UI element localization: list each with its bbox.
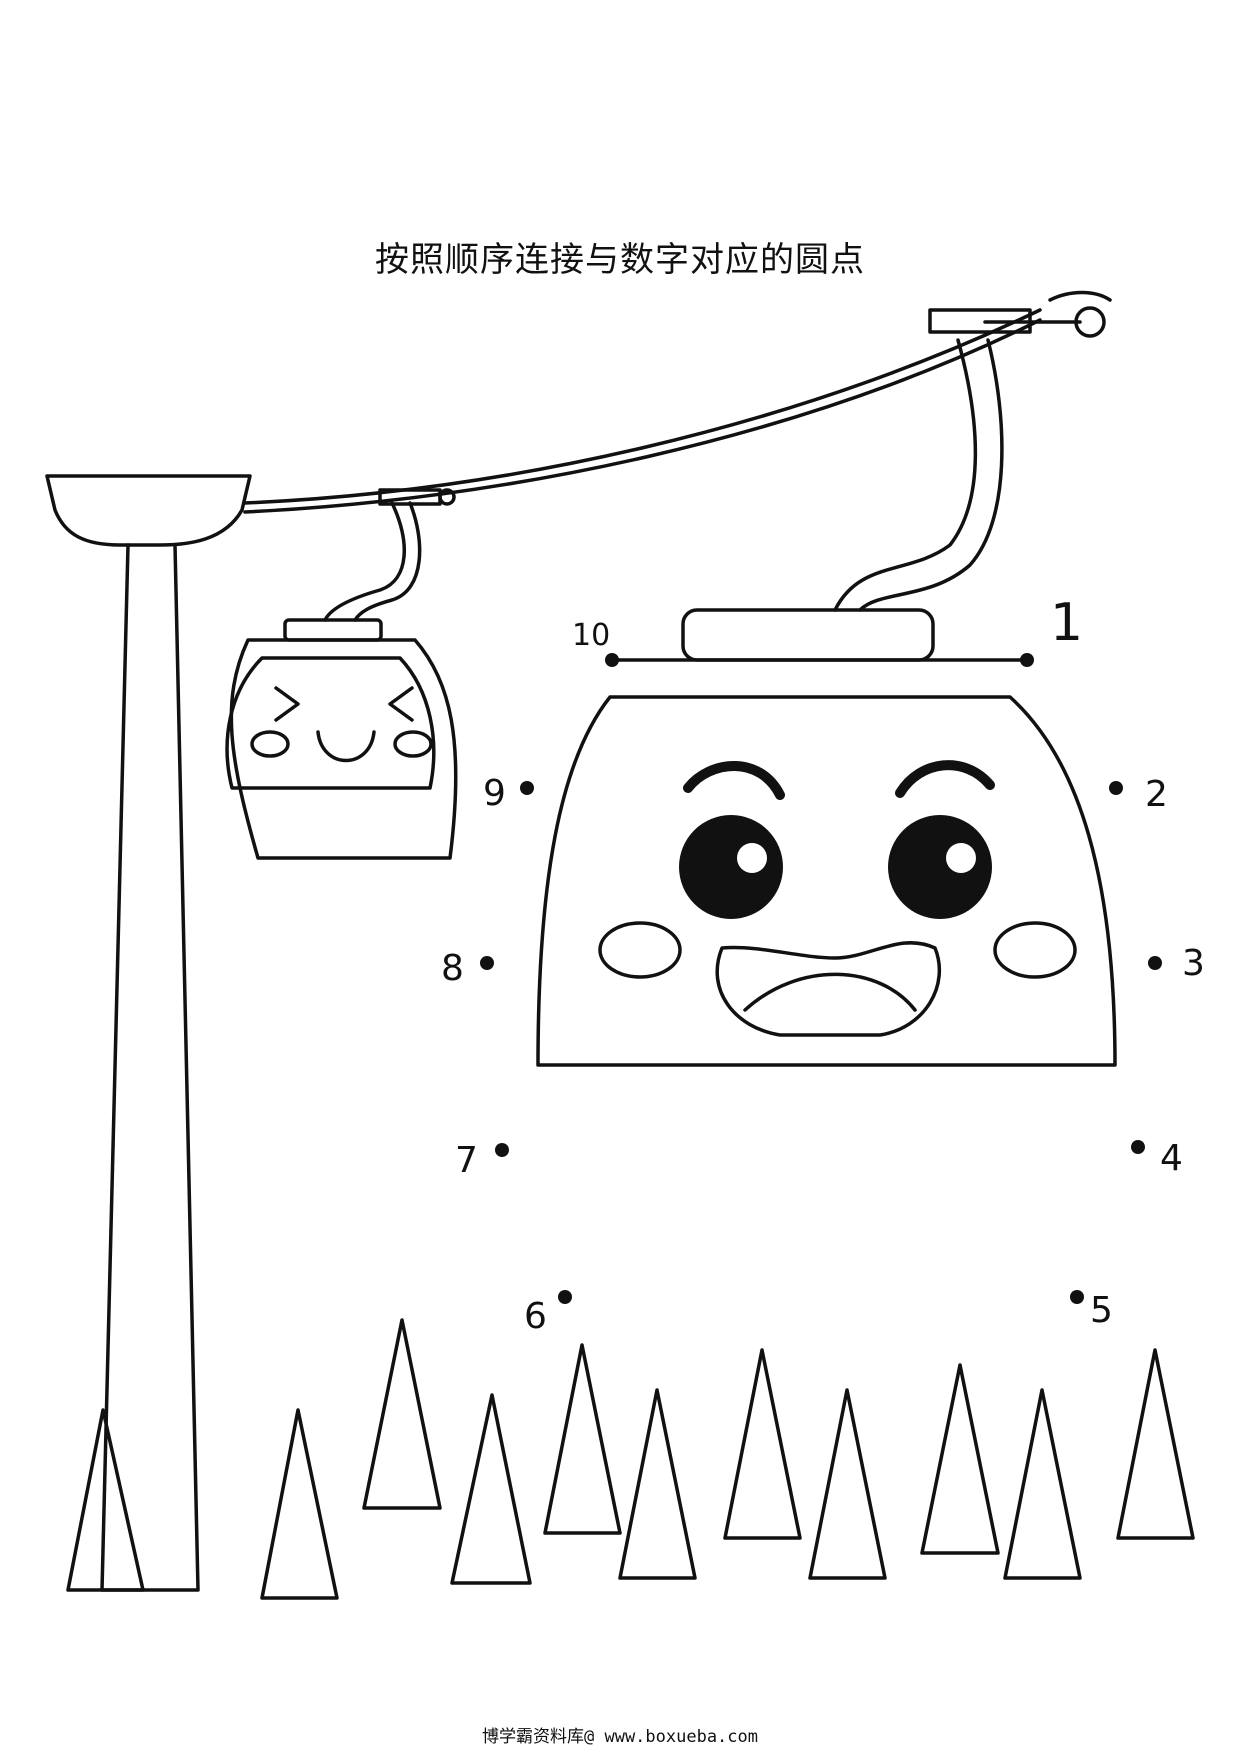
big-car-left-cheek-icon bbox=[598, 921, 682, 979]
tree-11 bbox=[1116, 1348, 1195, 1540]
big-car-right-brow-icon bbox=[895, 760, 995, 798]
tree-3 bbox=[362, 1318, 442, 1510]
cable-line bbox=[243, 318, 1042, 514]
dot-label-1: 1 bbox=[1050, 593, 1083, 653]
small-car-smile-icon bbox=[316, 730, 376, 763]
big-car-left-brow-icon bbox=[683, 761, 785, 800]
anchor-knob-icon bbox=[1074, 306, 1106, 338]
dot-label-8: 8 bbox=[441, 948, 464, 989]
dot-label-3: 3 bbox=[1182, 943, 1205, 984]
dot-3[interactable] bbox=[1148, 956, 1162, 970]
dot-1[interactable] bbox=[1020, 653, 1034, 667]
footer-credit: 博学霸资料库@ www.boxueba.com bbox=[482, 1727, 758, 1747]
tree-10 bbox=[1003, 1388, 1082, 1580]
happy-cable-car-face-drawing bbox=[536, 695, 1117, 1067]
dot-label-4: 4 bbox=[1160, 1138, 1183, 1179]
tree-7 bbox=[723, 1348, 802, 1540]
tree-1 bbox=[66, 1408, 145, 1592]
big-car-right-eye-icon bbox=[888, 815, 992, 919]
big-car-right-cheek-icon bbox=[993, 921, 1077, 979]
dot-label-7: 7 bbox=[455, 1140, 478, 1181]
dot-6[interactable] bbox=[558, 1290, 572, 1304]
dot-9[interactable] bbox=[520, 781, 534, 795]
pylon-post bbox=[100, 543, 200, 1592]
big-car-top bbox=[681, 608, 935, 662]
big-car-right-eye-shine bbox=[946, 843, 976, 873]
dot-labels: 1 2 3 4 5 6 7 8 9 10 bbox=[441, 593, 1205, 1337]
cable-anchor-drawing bbox=[928, 290, 1112, 338]
dot-7[interactable] bbox=[495, 1143, 509, 1157]
tree-4 bbox=[450, 1393, 532, 1585]
pylon-cup-icon bbox=[45, 474, 252, 547]
smiling-cable-car-drawing bbox=[225, 488, 458, 860]
big-car-body bbox=[536, 695, 1117, 1067]
dot-label-5: 5 bbox=[1090, 1290, 1113, 1331]
tree-9 bbox=[920, 1363, 1000, 1555]
dot-4[interactable] bbox=[1131, 1140, 1145, 1154]
big-car-left-eye-icon bbox=[679, 815, 783, 919]
dot-2[interactable] bbox=[1109, 781, 1123, 795]
dot-label-10: 10 bbox=[572, 618, 610, 653]
big-car-left-eye-shine bbox=[737, 843, 767, 873]
tree-2 bbox=[260, 1408, 339, 1600]
small-car-right-cheek-icon bbox=[393, 730, 433, 758]
small-car-body bbox=[229, 638, 458, 860]
small-car-window bbox=[225, 656, 436, 790]
dot-8[interactable] bbox=[480, 956, 494, 970]
cable-line-lower bbox=[243, 308, 1042, 505]
big-car-hanger bbox=[681, 338, 1004, 662]
dot-label-6: 6 bbox=[524, 1296, 547, 1337]
pine-tree-triangles bbox=[66, 1318, 1195, 1600]
pylon-drawing bbox=[45, 474, 252, 1592]
small-car-left-cheek-icon bbox=[250, 730, 290, 758]
dot-10[interactable] bbox=[605, 653, 619, 667]
big-car-mouth-icon bbox=[715, 941, 942, 1037]
tree-8 bbox=[808, 1388, 887, 1580]
tree-5 bbox=[543, 1343, 622, 1535]
small-car-left-eye-icon bbox=[274, 686, 300, 722]
worksheet-title: 按照顺序连接与数字对应的圆点 bbox=[375, 240, 865, 280]
tree-6 bbox=[618, 1388, 697, 1580]
big-car-eyes bbox=[679, 815, 992, 919]
dot-label-9: 9 bbox=[483, 773, 506, 814]
dot-5[interactable] bbox=[1070, 1290, 1084, 1304]
small-car-top bbox=[283, 618, 383, 642]
dot-label-2: 2 bbox=[1145, 774, 1168, 815]
small-car-right-eye-icon bbox=[388, 686, 414, 722]
big-car-mouth-inner bbox=[743, 972, 917, 1012]
connect-dots bbox=[480, 653, 1162, 1304]
